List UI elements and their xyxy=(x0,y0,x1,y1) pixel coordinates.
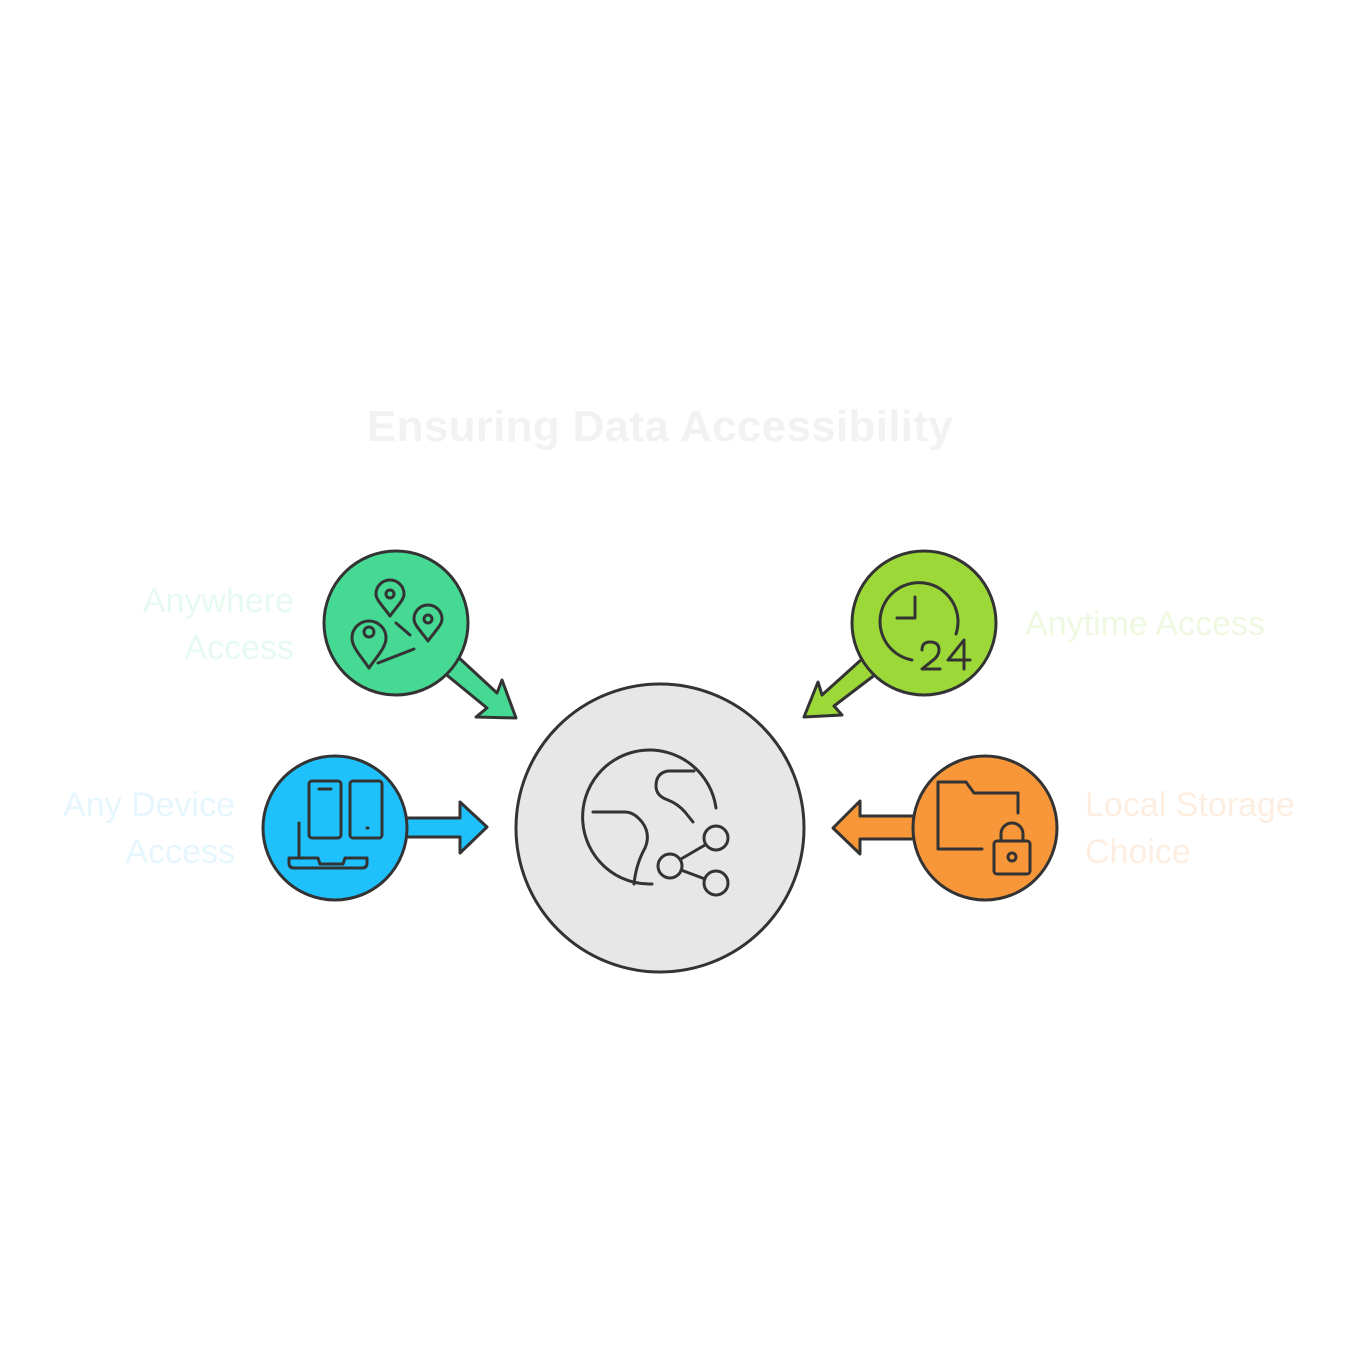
devices-icon xyxy=(287,779,384,870)
anywhere-node xyxy=(322,549,518,720)
any-device-arrow xyxy=(402,800,489,855)
label-anywhere-access: Anywhere Access xyxy=(142,582,294,667)
clock-24-icon xyxy=(878,581,972,671)
globe-share-icon xyxy=(581,748,730,897)
local-storage-circle xyxy=(911,754,1059,902)
anytime-arrow xyxy=(802,657,878,719)
center-node xyxy=(514,682,806,974)
any-device-node xyxy=(261,754,489,902)
label-local-storage-choice: Local Storage Choice xyxy=(1085,786,1295,871)
local-storage-arrow xyxy=(831,799,918,856)
map-pins-icon xyxy=(350,578,444,670)
anytime-circle xyxy=(850,549,998,697)
center-circle xyxy=(514,682,806,974)
any-device-circle xyxy=(261,754,409,902)
label-any-device-access: Any Device Access xyxy=(63,786,235,871)
locked-folder-icon xyxy=(936,780,1032,876)
diagram-title: Ensuring Data Accessibility xyxy=(367,402,953,451)
anywhere-arrow xyxy=(441,654,518,720)
anytime-node xyxy=(802,549,998,719)
label-anytime-access: Anytime Access xyxy=(1025,605,1265,643)
local-storage-node xyxy=(831,754,1059,902)
